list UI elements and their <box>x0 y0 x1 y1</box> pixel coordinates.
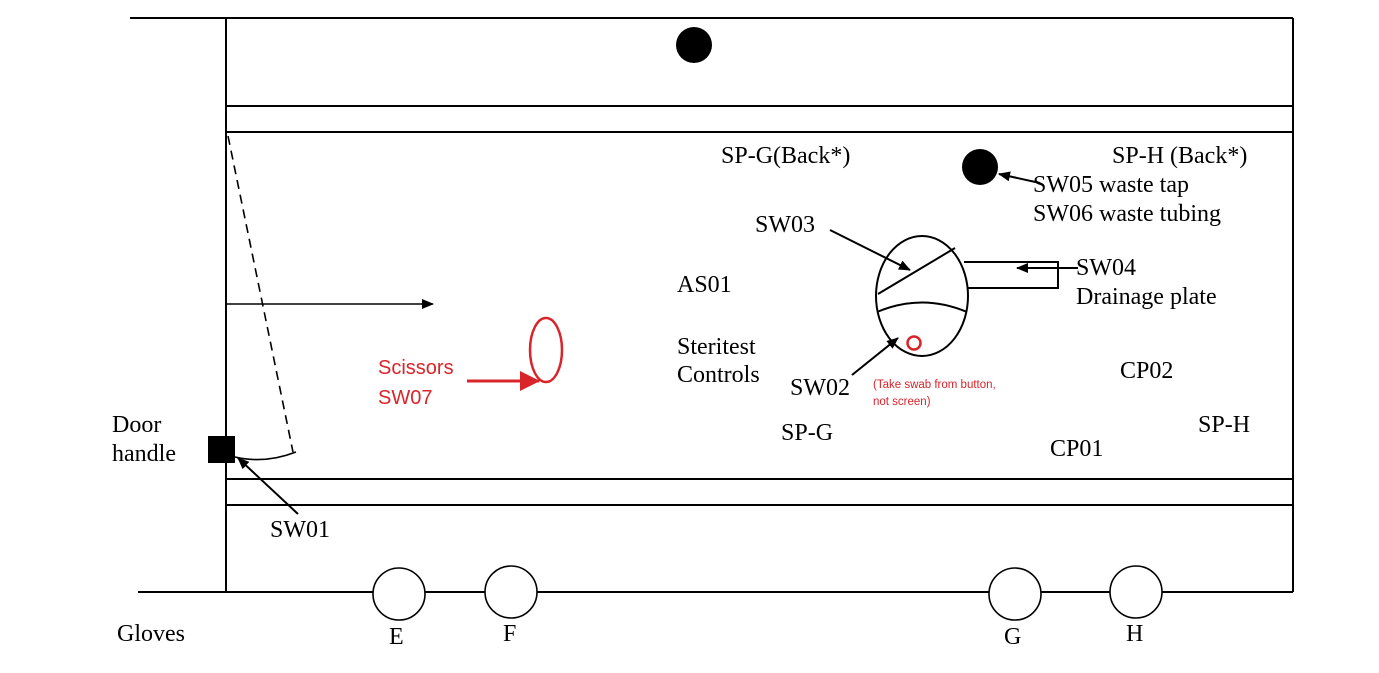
sw05-label: SW05 waste tap <box>1033 172 1189 198</box>
sw03-label: SW03 <box>755 212 815 238</box>
steritest-controls-label-line1: Steritest <box>677 334 756 360</box>
sw06-label: SW06 waste tubing <box>1033 201 1221 227</box>
door-handle-marker <box>208 436 235 463</box>
sp-g-label: SP-G <box>781 420 833 446</box>
door-handle-label-line2: handle <box>112 441 176 467</box>
glove-port-h <box>1109 565 1163 619</box>
sw04-label: SW04 <box>1076 255 1136 281</box>
drainage-plate-label: Drainage plate <box>1076 284 1217 310</box>
glove-e-label: E <box>389 624 404 650</box>
drainage-plate-shape <box>964 261 1059 289</box>
steritest-controls-label-line2: Controls <box>677 362 760 388</box>
scissors-label-line1: Scissors <box>378 357 454 379</box>
steritest-body <box>875 235 969 357</box>
swab-note-line1: (Take swab from button, <box>873 379 996 391</box>
sw02-label: SW02 <box>790 375 850 401</box>
scissors-label-line2: SW07 <box>378 387 432 409</box>
waste-tap-marker <box>962 149 998 185</box>
glove-port-e <box>372 567 426 621</box>
sw01-label: SW01 <box>270 517 330 543</box>
glove-g-label: G <box>1004 624 1021 650</box>
door-swing-arc <box>234 451 297 461</box>
scissors-marker-ellipse <box>528 316 564 384</box>
cp02-label: CP02 <box>1120 358 1173 384</box>
steritest-unit <box>875 235 1059 357</box>
steritest-diagonal-line <box>877 247 956 295</box>
sp-h-label: SP-H <box>1198 412 1250 438</box>
sw05-arrow <box>998 171 1041 184</box>
cabinet-outline <box>130 17 1294 593</box>
door-swing-dashed-line <box>227 135 294 453</box>
sp-g-back-label: SP-G(Back*) <box>721 143 850 169</box>
steritest-button-marker <box>906 335 922 351</box>
scissors-annotation: Scissors SW07 <box>378 316 564 409</box>
sw03-arrow <box>829 229 911 271</box>
glove-ports <box>372 565 1163 621</box>
sw01-arrow <box>237 457 299 515</box>
swab-note-line2: not screen) <box>873 396 931 408</box>
sp-h-back-label: SP-H (Back*) <box>1112 143 1247 169</box>
steritest-divider-arc <box>876 301 968 313</box>
door-swing <box>227 135 297 461</box>
gloves-label: Gloves <box>117 621 185 647</box>
as01-label: AS01 <box>677 272 732 298</box>
door-handle-label-line1: Door <box>112 412 161 438</box>
glove-port-f <box>484 565 538 619</box>
sw02-arrow <box>851 337 899 376</box>
top-port-marker <box>676 27 712 63</box>
cp01-label: CP01 <box>1050 436 1103 462</box>
glove-h-label: H <box>1126 621 1143 647</box>
glove-port-g <box>988 567 1042 621</box>
glove-f-label: F <box>503 621 516 647</box>
